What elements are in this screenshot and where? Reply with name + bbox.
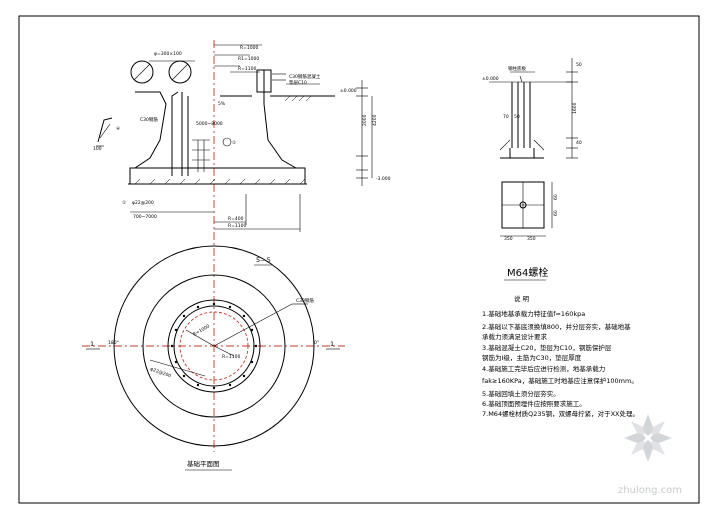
svg-text:④: ④	[116, 126, 120, 132]
svg-text:①: ①	[122, 200, 126, 206]
svg-text:±0.000: ±0.000	[482, 76, 499, 82]
svg-text:①: ①	[232, 140, 236, 146]
note-2: 2.基础以下基底须换填800，并分层夯实，基础地基	[482, 322, 631, 331]
svg-text:φ22@200: φ22@200	[132, 200, 154, 206]
outer-circle	[113, 245, 315, 447]
section-label: 5—5	[256, 256, 271, 264]
svg-text:4200: 4200	[372, 114, 378, 126]
dimension-chain-middle: 2000 4200 -3.000 ±0.000	[340, 80, 391, 186]
angle-right: 0°	[314, 340, 319, 346]
bolt-detail-plan: 350 350 60 60	[500, 181, 559, 242]
sheet-border	[18, 15, 700, 504]
svg-text:R=1000: R=1000	[240, 45, 258, 51]
svg-text:700~7000: 700~7000	[133, 214, 157, 220]
svg-text:350: 350	[527, 236, 536, 242]
svg-text:50: 50	[514, 114, 520, 120]
note-2b: 承载力须满足设计要求	[482, 332, 548, 341]
svg-text:100: 100	[93, 146, 102, 152]
svg-text:±0.000: ±0.000	[340, 88, 357, 94]
note-3b: 钢筋为I级，主筋为C30，垫层厚度	[482, 353, 582, 362]
bolt-marker-left	[130, 60, 154, 84]
svg-text:C30钢筋: C30钢筋	[140, 116, 158, 123]
svg-text:φ=300×100: φ=300×100	[154, 51, 182, 57]
svg-text:R=1100: R=1100	[222, 354, 240, 360]
note-4b: fak≥160KPa，基础施工时地基应注意保护100mm。	[482, 376, 638, 385]
note-7: 7.M64螺栓材质Q235钢，双螺母拧紧，对于XX处理。	[482, 409, 639, 418]
svg-text:C30钢筋混凝土: C30钢筋混凝土	[289, 73, 321, 80]
svg-text:钢柱底板: 钢柱底板	[508, 65, 526, 72]
svg-text:1600: 1600	[572, 102, 578, 114]
svg-text:R=1100: R=1100	[228, 223, 246, 229]
svg-text:-3.000: -3.000	[376, 176, 391, 182]
svg-text:40: 40	[576, 140, 582, 146]
notes-heading: 说 明	[514, 294, 530, 303]
svg-text:50: 50	[576, 62, 582, 68]
svg-text:60: 60	[553, 194, 559, 200]
svg-text:R1=1000: R1=1000	[238, 56, 259, 62]
base-slab	[129, 167, 306, 185]
foundation-plan: C30钢筋 R=1000 R=1100 φ22@200 1 180° 1 0° …	[82, 245, 345, 471]
note-3: 3.基础混凝土C20，垫层为C10，钢筋保护层	[482, 343, 612, 352]
svg-text:70: 70	[503, 114, 509, 120]
plan-caption: 基础平面图	[187, 459, 220, 468]
svg-text:R=400: R=400	[228, 216, 244, 222]
svg-text:5000~8000: 5000~8000	[196, 121, 223, 127]
angle-left: 180°	[108, 340, 119, 346]
note-6: 6.基础顶面预埋件应按照要求施工。	[482, 399, 586, 408]
svg-text:R=1000: R=1000	[192, 323, 211, 337]
note-5: 5.基础回填土须分层夯实。	[482, 389, 560, 398]
watermark-site: zhulong.com	[618, 485, 682, 496]
detail-title: M64螺栓	[507, 266, 548, 279]
svg-text:φ22@200: φ22@200	[149, 366, 172, 379]
svg-text:2000: 2000	[362, 114, 368, 126]
svg-text:60: 60	[553, 210, 559, 216]
svg-text:5%: 5%	[218, 101, 226, 107]
foundation-elevation: φ=300×100 R=1000 R1=1000 R=1100 C30钢筋混凝土…	[93, 40, 335, 452]
svg-text:350: 350	[504, 236, 513, 242]
svg-text:垫层C10: 垫层C10	[289, 79, 307, 86]
axis-mark-right: 1	[330, 340, 334, 348]
note-4: 4.基础施工完毕后应进行检测，地基承载力	[482, 364, 605, 373]
svg-text:C30钢筋: C30钢筋	[296, 297, 314, 304]
watermark: zhulong.com	[618, 414, 682, 496]
watermark-logo-icon	[624, 414, 672, 462]
axis-mark-left: 1	[90, 340, 94, 348]
notes-block: 说 明 1.基础地基承载力特征值f=160kpa 2.基础以下基底须换填800，…	[482, 294, 639, 418]
bolt-detail-elevation: 钢柱底板 ±0.000 70 50 50 1600 40	[482, 58, 582, 159]
svg-text:R=1100: R=1100	[238, 66, 256, 72]
note-1: 1.基础地基承载力特征值f=160kpa	[482, 309, 585, 318]
